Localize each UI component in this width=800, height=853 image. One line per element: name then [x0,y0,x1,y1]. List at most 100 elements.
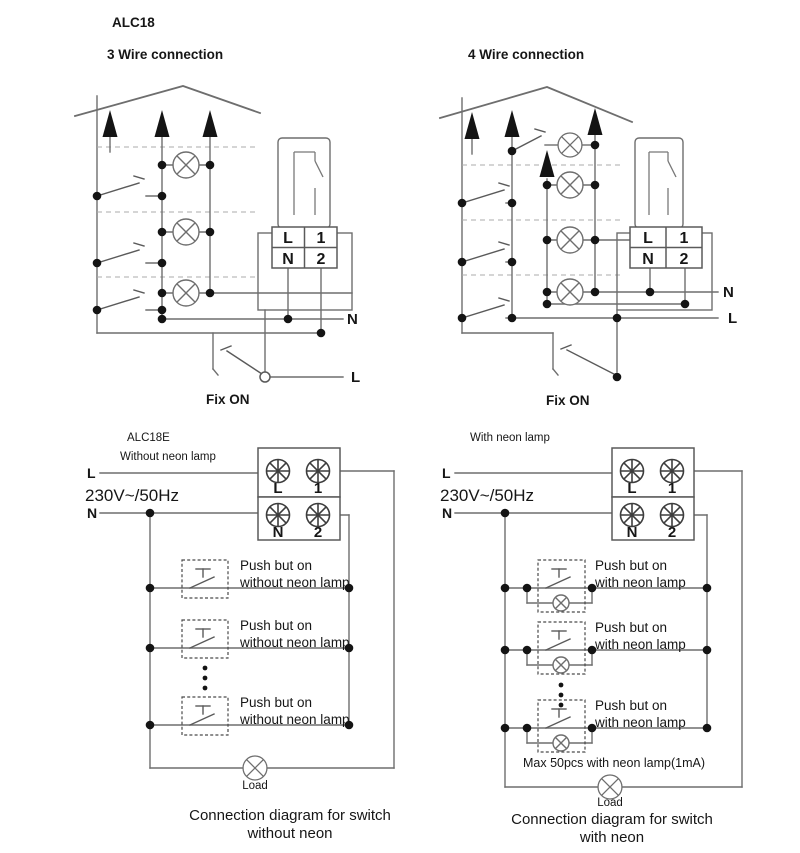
up-arrow-icon [202,110,218,137]
up-arrow-icon [539,150,555,177]
switch-lever-icon [461,297,510,319]
push-button-icon [189,705,215,726]
subtitle-label: Without neon lamp [120,451,216,463]
push-label-line1: Push but on [240,695,312,710]
house-outline [438,86,634,334]
live-label: L [351,369,360,386]
load-label: Load [242,780,268,792]
terminal-l: L [627,480,636,497]
terminal-n: N [282,251,294,268]
up-arrow-icon [464,112,480,139]
terminal-2: 2 [317,251,326,268]
terminal-n: N [642,251,654,268]
voltage-label: 230V~/50Hz [440,486,534,505]
diagram-title: 3 Wire connection [107,47,223,62]
diagram-title: 4 Wire connection [468,47,584,62]
subtitle-label: With neon lamp [470,432,550,444]
push-label-line2: without neon lamp [239,635,350,650]
bottom-right-diagram-with-neon: With neon lamp L 230V~/50Hz N [440,432,743,846]
up-arrow-icon [504,110,520,137]
switch-lever-icon [96,242,145,264]
model-label: ALC18 [112,15,155,30]
push-button-icon [545,630,571,651]
push-label-line2: with neon lamp [594,575,686,590]
terminal-l: L [283,230,293,247]
neon-lamp-icon [552,594,570,612]
terminal-n: N [273,524,284,541]
up-arrow-icon [154,110,170,137]
terminal-2: 2 [668,524,676,541]
neutral-label: N [723,284,734,301]
push-button-box [181,619,229,659]
lamp-icon [172,279,200,307]
push-label-line1: Push but on [240,618,312,633]
terminal-1: 1 [668,480,676,497]
terminal-l: L [273,480,282,497]
terminal-1: 1 [680,230,689,247]
neon-lamp-icon [552,656,570,674]
push-label-line2: with neon lamp [594,715,686,730]
terminal-1: 1 [317,230,326,247]
internal-switch-symbol [648,151,677,215]
caption-line1: Connection diagram for switch [189,807,391,824]
terminal-block: L 1 N 2 [257,447,341,541]
lamp-icon [556,226,584,254]
up-arrow-icon [102,110,118,137]
fix-on-switch [560,344,615,375]
push-label-line2: without neon lamp [239,712,350,727]
load-lamp-icon [597,774,623,800]
lamp-icon [172,218,200,246]
terminal-l: L [643,230,653,247]
terminal-n: N [627,524,638,541]
push-label-line1: Push but on [595,620,667,635]
lamp-icon [556,171,584,199]
top-left-diagram-3-wire: ALC18 3 Wire connection [73,15,360,407]
push-label-line1: Push but on [595,558,667,573]
terminal-2: 2 [680,251,689,268]
push-label-line2: with neon lamp [594,637,686,652]
push-button-icon [545,708,571,729]
wires [99,470,395,769]
lamp-icon [556,278,584,306]
model-label: ALC18E [127,432,170,444]
push-label-line1: Push but on [595,698,667,713]
switch-lever-icon [461,182,510,204]
push-button-box [537,699,586,753]
switch-lever-icon [96,175,145,197]
top-right-diagram-4-wire: 4 Wire connection [438,47,737,408]
push-label-line1: Push but on [240,558,312,573]
fix-on-label: Fix ON [546,393,590,408]
neutral-label: N [87,505,97,521]
switch-module: L 1 N 2 [257,137,353,311]
caption-line2: without neon [246,825,332,842]
terminal-1: 1 [314,480,322,497]
push-buttons [537,559,586,753]
push-button-icon [189,628,215,649]
push-button-box [181,696,229,736]
push-button-box [537,559,586,613]
voltage-label: 230V~/50Hz [85,486,179,505]
switch-lever-icon [96,289,145,311]
internal-switch-symbol [293,151,324,215]
push-button-icon [545,568,571,589]
terminal-2: 2 [314,524,322,541]
load-label: Load [597,797,623,809]
neutral-label: N [347,311,358,328]
lamp-icon [557,132,583,158]
caption-line1: Connection diagram for switch [511,811,713,828]
push-buttons [181,559,229,736]
live-label: L [87,465,96,481]
push-label-line2: without neon lamp [239,575,350,590]
fix-on-label: Fix ON [206,392,250,407]
switch-lever-icon [461,241,510,263]
caption-line2: with neon [579,829,644,846]
push-button-box [181,559,229,599]
lamp-icon [172,151,200,179]
house-outline [73,85,262,334]
fix-on-switch [220,345,271,383]
push-button-icon [189,568,215,589]
max-note-label: Max 50pcs with neon lamp(1mA) [523,756,705,770]
live-label: L [442,465,451,481]
